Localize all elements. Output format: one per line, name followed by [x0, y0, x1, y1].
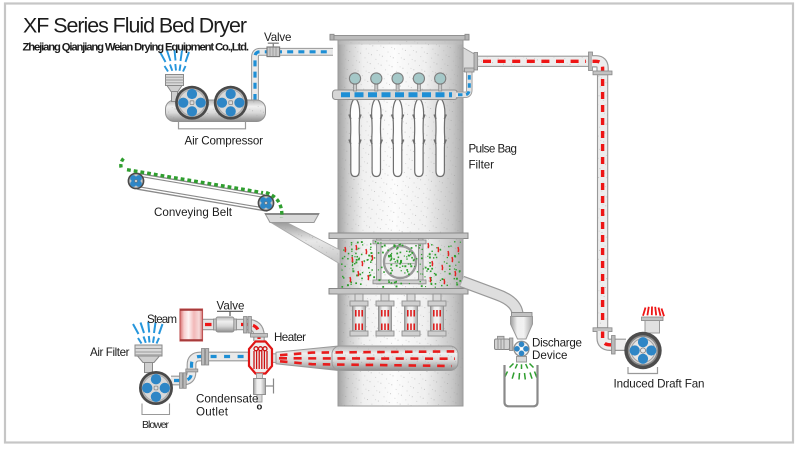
- svg-text:XF Series Fluid Bed Dryer: XF Series Fluid Bed Dryer: [23, 14, 247, 38]
- svg-text:Outlet: Outlet: [196, 406, 229, 419]
- svg-text:Discharge: Discharge: [532, 337, 582, 350]
- svg-text:Valve: Valve: [264, 31, 292, 44]
- svg-text:Zhejiang Qianjiang Weian Dryin: Zhejiang Qianjiang Weian Drying Equipmen…: [23, 42, 249, 54]
- svg-text:Heater: Heater: [274, 331, 306, 344]
- svg-text:Pulse Bag: Pulse Bag: [469, 143, 518, 156]
- svg-text:Blower: Blower: [142, 420, 170, 431]
- svg-text:Valve: Valve: [217, 300, 245, 313]
- svg-text:Condensate: Condensate: [196, 393, 259, 406]
- svg-text:Induced Draft Fan: Induced Draft Fan: [614, 378, 705, 391]
- svg-text:Air Compressor: Air Compressor: [185, 135, 264, 148]
- svg-text:Device: Device: [532, 349, 568, 362]
- svg-text:Steam: Steam: [147, 313, 177, 326]
- svg-text:Air Filter: Air Filter: [90, 346, 130, 359]
- svg-text:Filter: Filter: [469, 159, 495, 172]
- svg-text:Conveying Belt: Conveying Belt: [154, 206, 233, 219]
- svg-text:o: o: [257, 402, 263, 413]
